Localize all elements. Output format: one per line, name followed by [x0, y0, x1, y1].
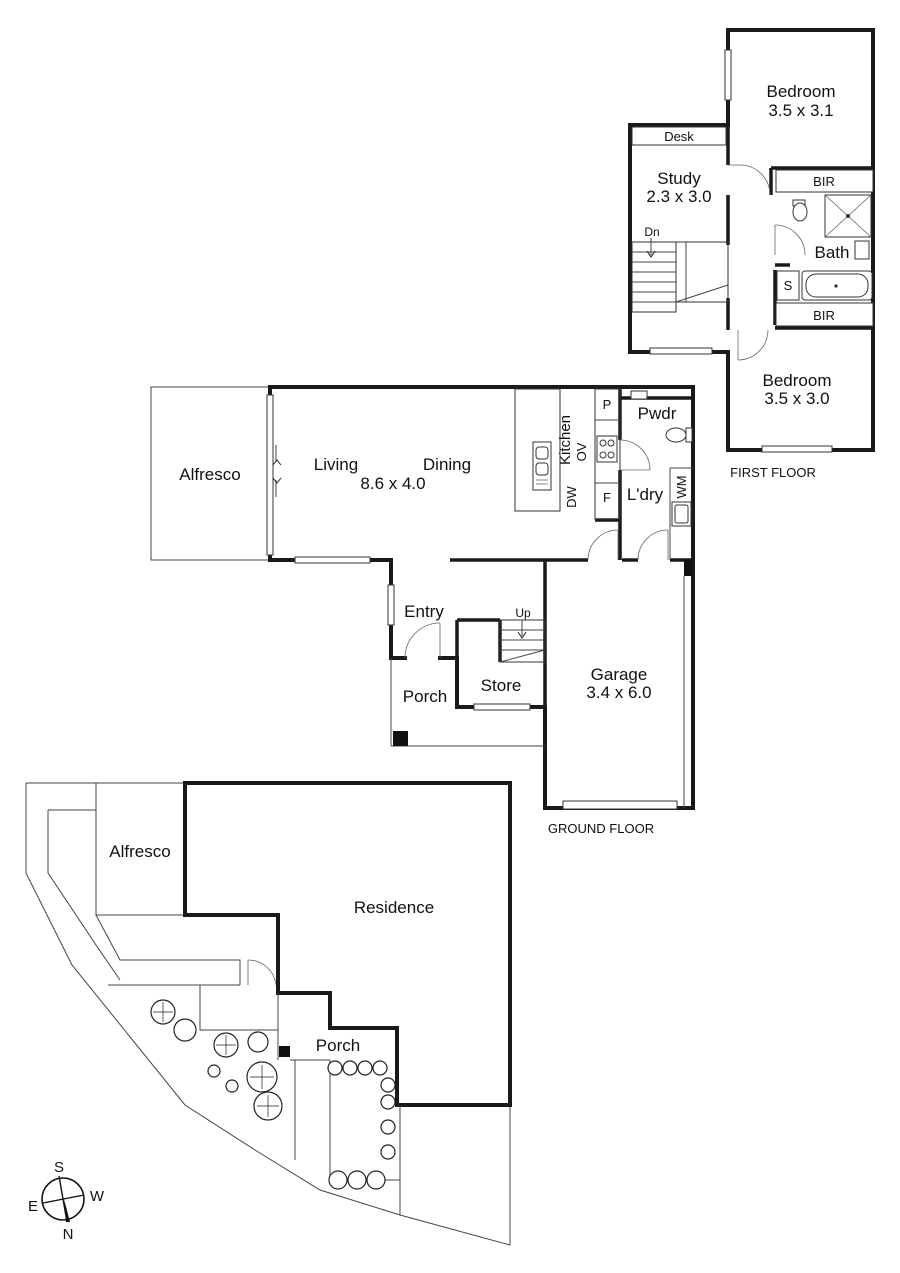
stairs-up-label: Up [515, 606, 531, 620]
desk-label: Desk [664, 129, 694, 144]
ground-floor-caption: GROUND FLOOR [548, 821, 654, 836]
ground-floor: Alfresco Living Dining 8.6 x 4.0 Kitchen… [150, 385, 695, 836]
dishwasher-label: DW [564, 485, 579, 507]
site-alfresco-label: Alfresco [109, 842, 170, 861]
residence-label: Residence [354, 898, 434, 917]
bedroom2-label: Bedroom [763, 371, 832, 390]
first-floor-caption: FIRST FLOOR [730, 465, 816, 480]
porch-label: Porch [403, 687, 447, 706]
shower-label: S [784, 278, 793, 293]
first-floor: Bedroom 3.5 x 3.1 Desk Study 2.3 x 3.0 B… [628, 28, 875, 480]
site-porch-label: Porch [316, 1036, 360, 1055]
compass-w: W [90, 1188, 105, 1205]
trees [150, 999, 396, 1190]
pantry-label: P [603, 397, 612, 412]
pwdr-label: Pwdr [638, 404, 677, 423]
entry-label: Entry [404, 602, 444, 621]
stairs-down-label: Dn [644, 225, 659, 239]
alfresco-label: Alfresco [179, 465, 240, 484]
living-size: 8.6 x 4.0 [360, 474, 425, 493]
kitchen-label: Kitchen [557, 415, 574, 465]
store-label: Store [481, 676, 522, 695]
bedroom2-size: 3.5 x 3.0 [764, 389, 829, 408]
study-label: Study [657, 169, 701, 188]
oven-label: OV [574, 442, 589, 461]
washing-machine-label: WM [674, 475, 689, 498]
compass-n: N [63, 1226, 74, 1243]
compass-e: E [28, 1198, 38, 1215]
bedroom-size: 3.5 x 3.1 [768, 101, 833, 120]
garage-label: Garage [591, 665, 648, 684]
bedroom-label: Bedroom [767, 82, 836, 101]
bath-label: Bath [815, 243, 850, 262]
site-plan: Alfresco Residence Porch [25, 781, 512, 1246]
dining-label: Dining [423, 455, 471, 474]
bir-top-label: BIR [813, 174, 835, 189]
study-size: 2.3 x 3.0 [646, 187, 711, 206]
compass: S E W N [28, 1159, 105, 1243]
bir-bottom-label: BIR [813, 308, 835, 323]
fridge-label: F [603, 490, 611, 505]
living-label: Living [314, 455, 358, 474]
garage-size: 3.4 x 6.0 [586, 683, 651, 702]
laundry-label: L'dry [627, 485, 664, 504]
compass-s: S [54, 1159, 64, 1176]
